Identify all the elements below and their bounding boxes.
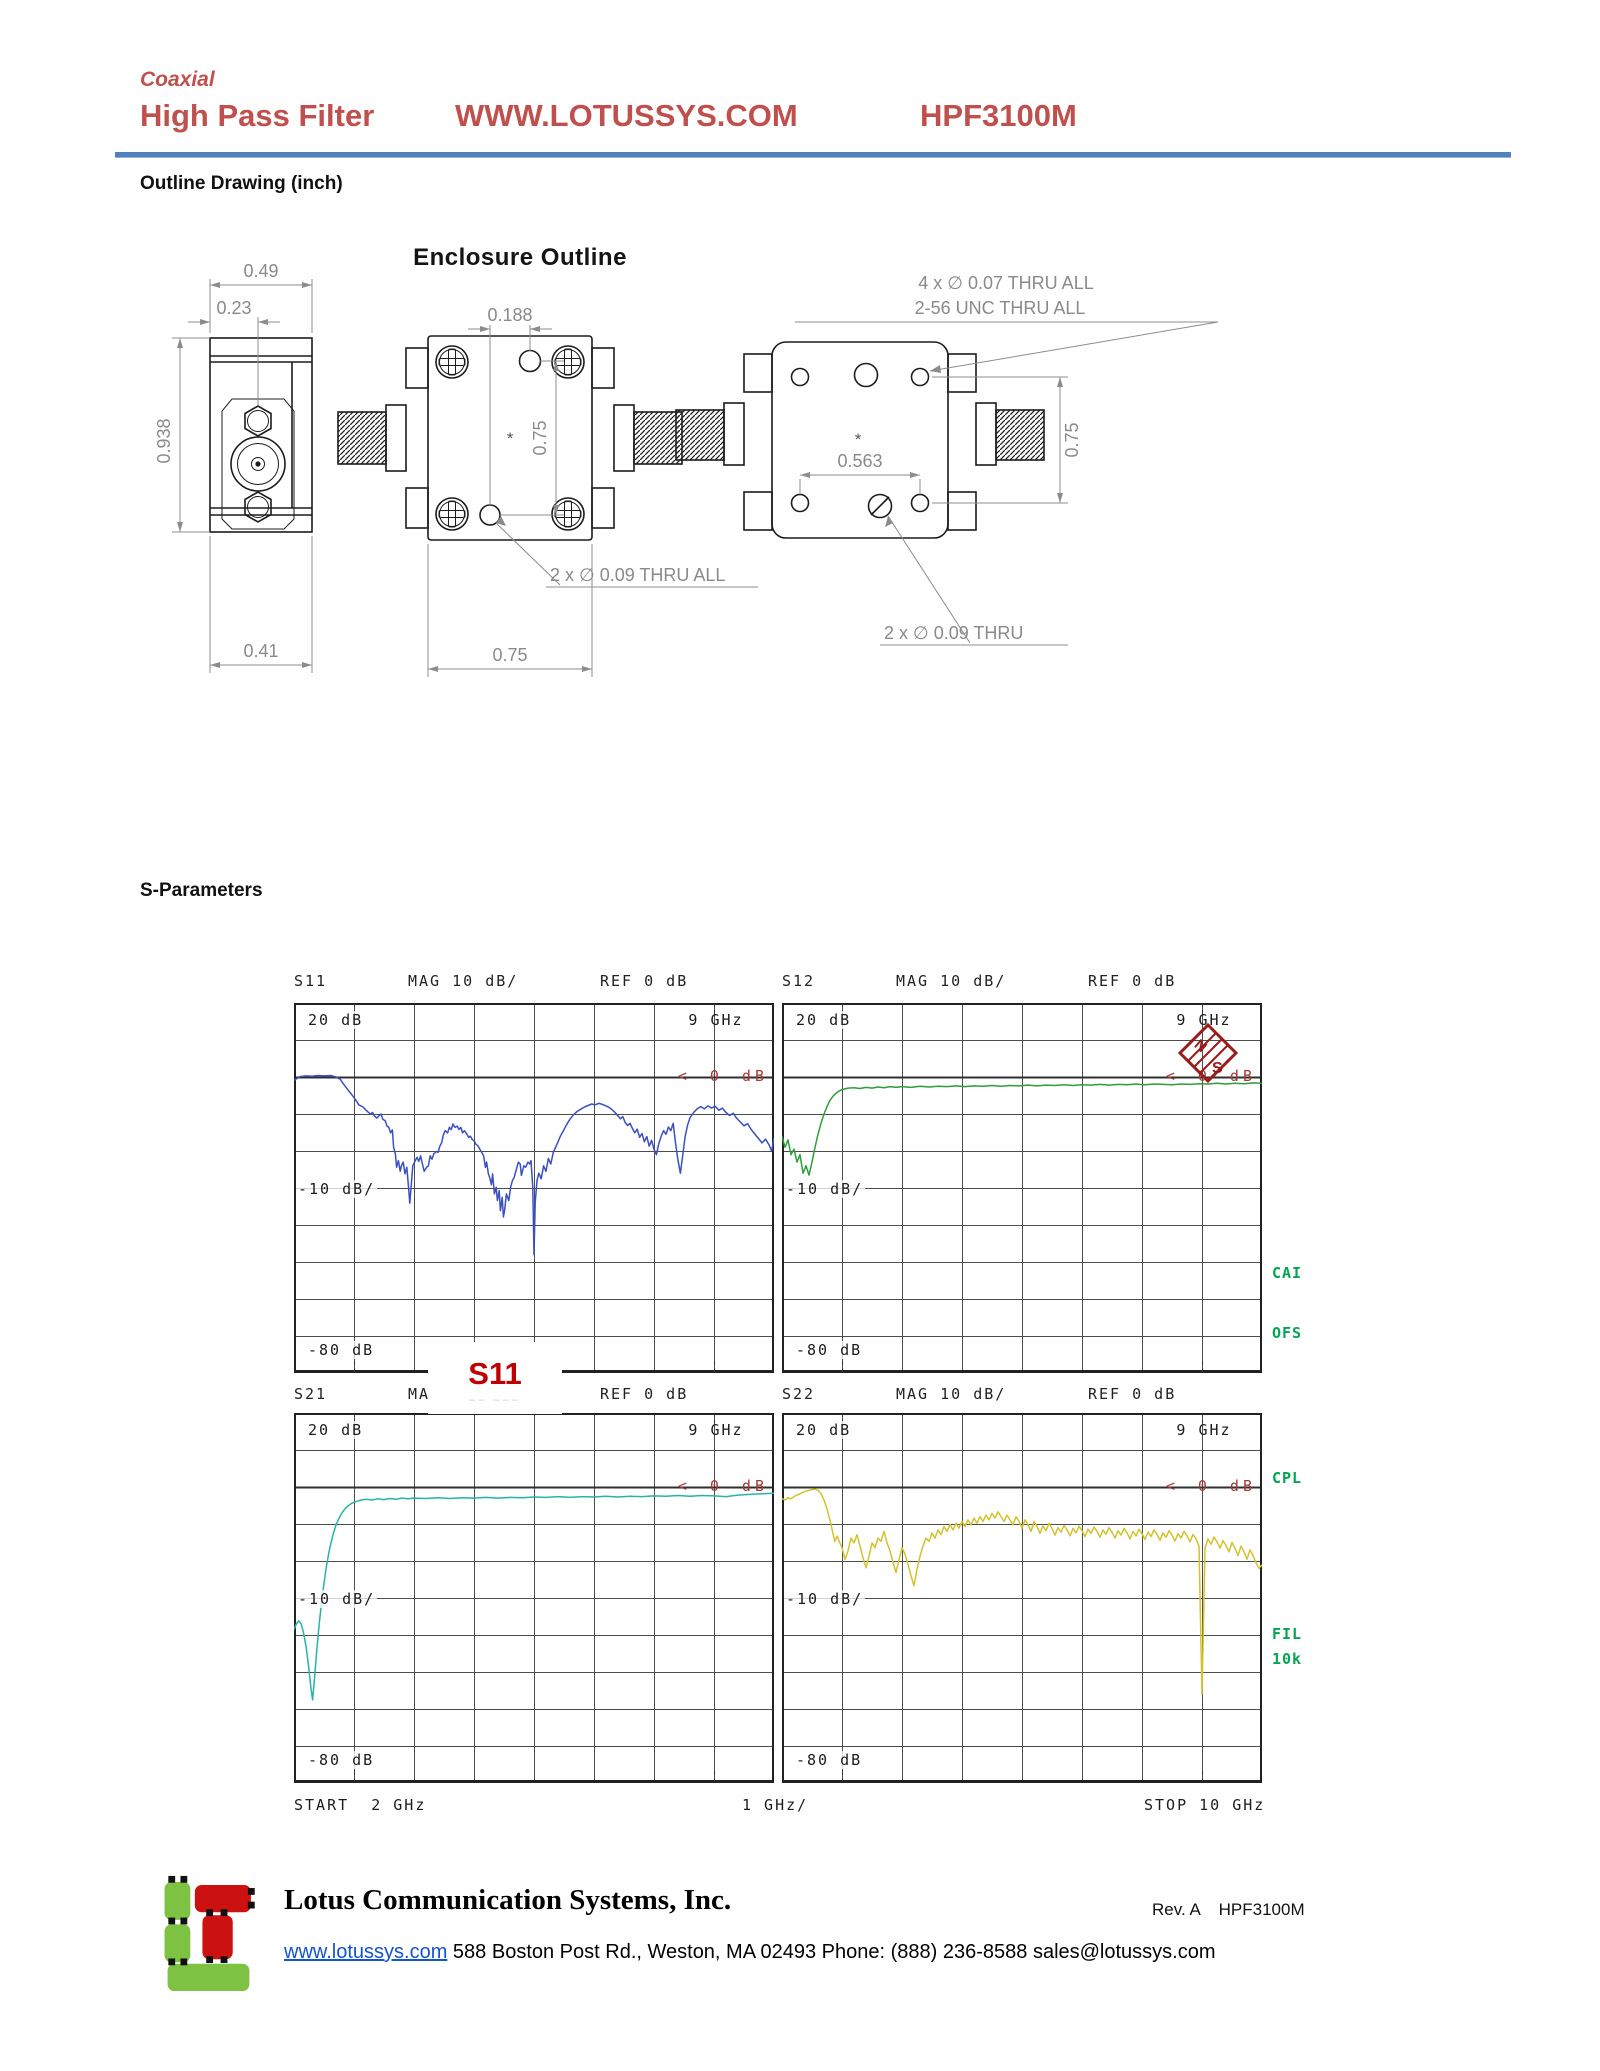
s12-title: S12 bbox=[782, 972, 816, 990]
s21-topright-label: 9 GHz bbox=[688, 1421, 744, 1439]
s11-plot: 20 dB 9 GHz -10 dB/ -80 dB < 0 dB bbox=[294, 1003, 774, 1373]
s11-midleft-label: -10 dB/ bbox=[296, 1180, 378, 1198]
s12-bottomleft-label: -80 dB bbox=[794, 1341, 865, 1359]
s21-midleft-label: -10 dB/ bbox=[296, 1590, 378, 1608]
header-product-title: High Pass Filter bbox=[140, 98, 375, 133]
footer-contact-line: www.lotussys.com 588 Boston Post Rd., We… bbox=[284, 1941, 1216, 1964]
header-model: HPF3100M bbox=[920, 98, 1077, 133]
side-label-ofs: OFS bbox=[1272, 1324, 1303, 1342]
header-coaxial: Coaxial bbox=[140, 68, 215, 91]
s11-topright-label: 9 GHz bbox=[688, 1011, 744, 1029]
axis-start-label: START 2 GHz bbox=[294, 1796, 427, 1814]
s11-trace bbox=[294, 1074, 774, 1256]
axis-step-label: 1 GHz/ bbox=[742, 1796, 809, 1814]
dim-height-side: 0.75 bbox=[1062, 422, 1082, 457]
side-label-fil: FIL bbox=[1272, 1625, 1303, 1643]
dim-hole-span-v: 0.75 bbox=[530, 420, 550, 455]
s12-title-row: S12 MAG 10 dB/ REF 0 dB bbox=[782, 972, 1262, 994]
s22-ref-marker: < 0 dB bbox=[1165, 1477, 1256, 1495]
dim-body-width: 0.75 bbox=[492, 645, 527, 665]
s12-topleft-label: 20 dB bbox=[794, 1011, 854, 1029]
header-website[interactable]: WWW.LOTUSSYS.COM bbox=[455, 98, 798, 133]
top-view: * 0.188 0.75 0.75 2 x ∅ 0.09 THRU ALL bbox=[337, 305, 758, 677]
s11-title: S11 bbox=[294, 972, 328, 990]
s22-topright-label: 9 GHz bbox=[1176, 1421, 1232, 1439]
s12-topright-label: 9 GHz bbox=[1176, 1011, 1232, 1029]
footer-address-text: 588 Boston Post Rd., Weston, MA 02493 Ph… bbox=[447, 1941, 1216, 1963]
s22-midleft-label: -10 dB/ bbox=[784, 1590, 866, 1608]
s22-topleft-label: 20 dB bbox=[794, 1421, 854, 1439]
s22-title: S22 bbox=[782, 1385, 816, 1403]
s11-topleft-label: 20 dB bbox=[306, 1011, 366, 1029]
watermark-letter-s: S bbox=[1212, 1060, 1223, 1077]
s21-plot: 20 dB 9 GHz -10 dB/ -80 dB < 0 dB bbox=[294, 1413, 774, 1783]
s22-scale: MAG 10 dB/ bbox=[896, 1385, 1007, 1403]
s12-midleft-label: -10 dB/ bbox=[784, 1180, 866, 1198]
s12-ref: REF 0 dB bbox=[1088, 972, 1177, 990]
front-view: 0.49 0.23 0.938 0.41 bbox=[154, 261, 313, 673]
vendor-watermark-icon: N S bbox=[1177, 1022, 1239, 1084]
side-label-cpl: CPL bbox=[1272, 1469, 1303, 1487]
bottom-view: * 4 x ∅ 0.07 THRU ALL 2-56 UNC THRU ALL … bbox=[675, 273, 1219, 646]
s22-trace bbox=[782, 1488, 1262, 1695]
enclosure-drawing: 0.49 0.23 0.938 0.41 bbox=[154, 261, 1219, 677]
footer-company-name: Lotus Communication Systems, Inc. bbox=[284, 1884, 732, 1916]
footer-revision: Rev. A HPF3100M bbox=[1152, 1900, 1305, 1920]
side-label-10k: 10k bbox=[1272, 1650, 1303, 1668]
footer-rev-label: Rev. A bbox=[1152, 1900, 1200, 1919]
s12-plot: 20 dB 9 GHz -10 dB/ -80 dB < 0 dB N S bbox=[782, 1003, 1262, 1373]
center-asterisk-bottom-view: * bbox=[855, 430, 862, 449]
axis-stop-label: STOP 10 GHz bbox=[1144, 1796, 1266, 1814]
s11-ref-marker: < 0 dB bbox=[677, 1067, 768, 1085]
obscured-text-ghost: –– ––– bbox=[469, 1394, 521, 1406]
header-divider bbox=[115, 152, 1511, 158]
s21-trace bbox=[294, 1492, 774, 1701]
dim-depth: 0.41 bbox=[243, 641, 278, 661]
dim-holes-bottom: 2 x ∅ 0.09 THRU bbox=[884, 623, 1023, 643]
footer-website-link[interactable]: www.lotussys.com bbox=[284, 1941, 448, 1963]
s21-topleft-label: 20 dB bbox=[306, 1421, 366, 1439]
dim-height: 0.938 bbox=[154, 418, 174, 463]
outline-heading: Outline Drawing (inch) bbox=[140, 173, 343, 194]
dim-holes-mid: 2 x ∅ 0.09 THRU ALL bbox=[550, 565, 725, 585]
s11-annotation-patch: S11 –– ––– bbox=[428, 1342, 562, 1414]
s11-bottomleft-label: -80 dB bbox=[306, 1341, 377, 1359]
dim-conn-offset: 0.23 bbox=[216, 298, 251, 318]
s12-trace bbox=[782, 1082, 1262, 1176]
dim-holes-corner-1: 4 x ∅ 0.07 THRU ALL bbox=[918, 273, 1093, 293]
s21-bottomleft-label: -80 dB bbox=[306, 1751, 377, 1769]
s22-plot: 20 dB 9 GHz -10 dB/ -80 dB < 0 dB bbox=[782, 1413, 1262, 1783]
s11-ref: REF 0 dB bbox=[600, 972, 689, 990]
s21-ref: REF 0 dB bbox=[600, 1385, 689, 1403]
center-asterisk-top-view: * bbox=[507, 429, 514, 448]
s22-bottomleft-label: -80 dB bbox=[794, 1751, 865, 1769]
s11-annotation-label: S11 bbox=[468, 1356, 522, 1391]
side-label-cai: CAI bbox=[1272, 1264, 1303, 1282]
s22-ref: REF 0 dB bbox=[1088, 1385, 1177, 1403]
sparams-heading: S-Parameters bbox=[140, 880, 263, 901]
screw-icons bbox=[435, 345, 585, 531]
dim-holes-corner-2: 2-56 UNC THRU ALL bbox=[915, 298, 1086, 318]
footer-model-label: HPF3100M bbox=[1218, 1900, 1305, 1919]
s12-scale: MAG 10 dB/ bbox=[896, 972, 1007, 990]
s11-title-row: S11 MAG 10 dB/ REF 0 dB bbox=[294, 972, 774, 994]
dim-hole-span-b: 0.563 bbox=[837, 451, 882, 471]
enclosure-outline-title: Enclosure Outline bbox=[413, 244, 627, 271]
s22-title-row: S22 MAG 10 dB/ REF 0 dB bbox=[782, 1385, 1262, 1407]
s11-scale: MAG 10 dB/ bbox=[408, 972, 519, 990]
s21-title: S21 bbox=[294, 1385, 328, 1403]
dim-width-top: 0.49 bbox=[243, 261, 278, 281]
lotus-logo bbox=[164, 1875, 255, 1992]
dim-hole-offset: 0.188 bbox=[487, 305, 532, 325]
s21-ref-marker: < 0 dB bbox=[677, 1477, 768, 1495]
